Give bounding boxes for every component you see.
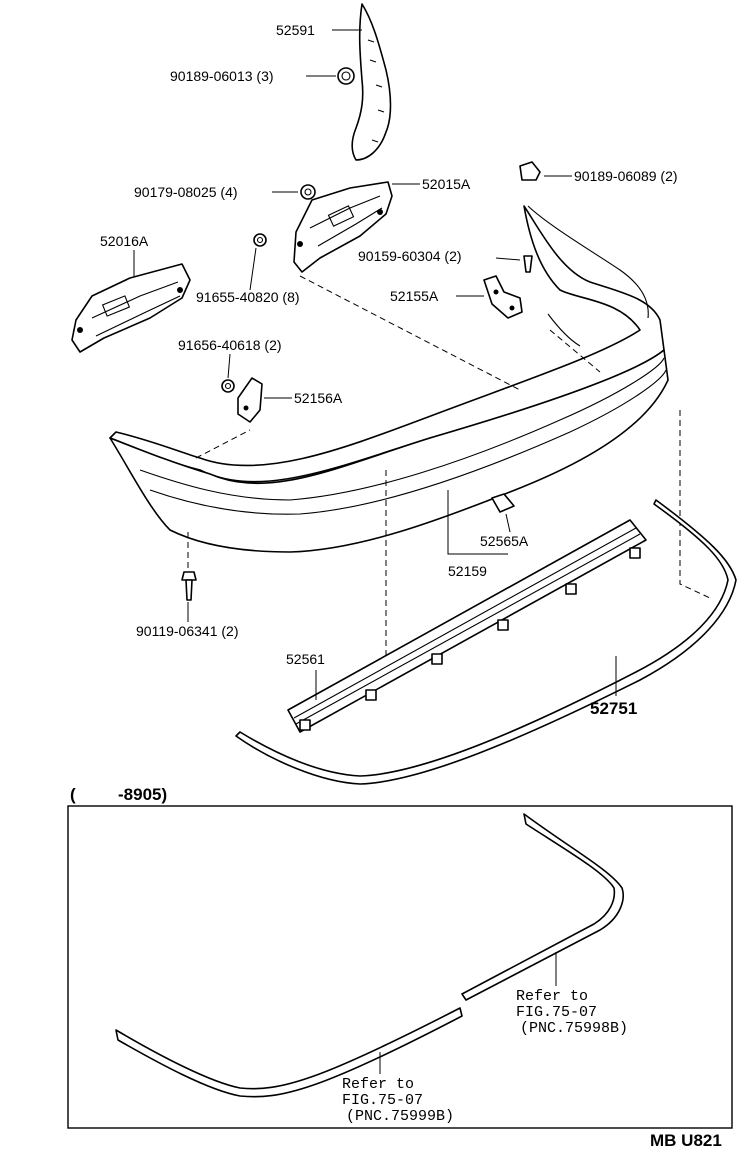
part-52751-moulding[interactable] xyxy=(235,499,737,785)
label-90159-60304: 90159-60304 (2) xyxy=(358,248,462,264)
label-91656-40618: 91656-40618 (2) xyxy=(178,337,282,353)
part-90159-60304-screw[interactable] xyxy=(523,255,533,273)
label-52565A: 52565A xyxy=(480,533,529,549)
label-52015A: 52015A xyxy=(422,176,471,192)
label-52751: 52751 xyxy=(590,699,637,718)
part-90189-06089-clip[interactable] xyxy=(519,161,541,181)
inset-moulding-left[interactable] xyxy=(115,1007,463,1098)
part-52561-reinforcement[interactable] xyxy=(287,519,647,733)
part-52015A-bracket[interactable] xyxy=(293,181,393,273)
inset-ref-a-line3: (PNC.75998B) xyxy=(520,1020,628,1037)
part-52156A-bracket[interactable] xyxy=(237,377,263,423)
label-52159: 52159 xyxy=(448,563,487,579)
part-52155A-bracket[interactable] xyxy=(483,275,523,319)
inset-range-end: -8905) xyxy=(118,785,167,804)
label-52591: 52591 xyxy=(276,22,315,38)
inset-ref-b-line2: FIG.75-07 xyxy=(342,1092,423,1109)
inset-ref-b-line1: Refer to xyxy=(342,1076,414,1093)
part-90119-06341-bolt[interactable] xyxy=(181,571,197,601)
inset-ref-a-line2: FIG.75-07 xyxy=(516,1004,597,1021)
part-91656-40618-nut[interactable] xyxy=(221,379,235,393)
inset-frame xyxy=(67,805,733,1129)
part-90179-08025-nut[interactable] xyxy=(300,184,316,200)
part-52565A-clip[interactable] xyxy=(491,493,515,513)
inset-range-open: ( xyxy=(70,785,76,804)
inset-ref-b-line3: (PNC.75999B) xyxy=(346,1108,454,1125)
label-52156A: 52156A xyxy=(294,390,343,406)
label-90179-08025: 90179-08025 (4) xyxy=(134,184,238,200)
label-90189-06089: 90189-06089 (2) xyxy=(574,168,678,184)
label-91655-40820: 91655-40820 (8) xyxy=(196,289,300,305)
bumper-cover[interactable] xyxy=(109,205,669,553)
inset-moulding-right[interactable] xyxy=(461,813,624,1001)
label-52155A: 52155A xyxy=(390,288,439,304)
part-90189-06013-clip[interactable] xyxy=(337,67,355,85)
label-90119-06341: 90119-06341 (2) xyxy=(136,623,238,639)
part-52016A-bracket[interactable] xyxy=(71,263,191,353)
label-52561: 52561 xyxy=(286,651,325,667)
part-52591-retainer[interactable] xyxy=(351,3,392,161)
part-91655-40820-nut[interactable] xyxy=(253,233,267,247)
inset-ref-a-line1: Refer to xyxy=(516,988,588,1005)
label-52016A: 52016A xyxy=(100,233,149,249)
label-90189-06013: 90189-06013 (3) xyxy=(170,68,274,84)
figure-code: MB U821 xyxy=(650,1131,722,1150)
